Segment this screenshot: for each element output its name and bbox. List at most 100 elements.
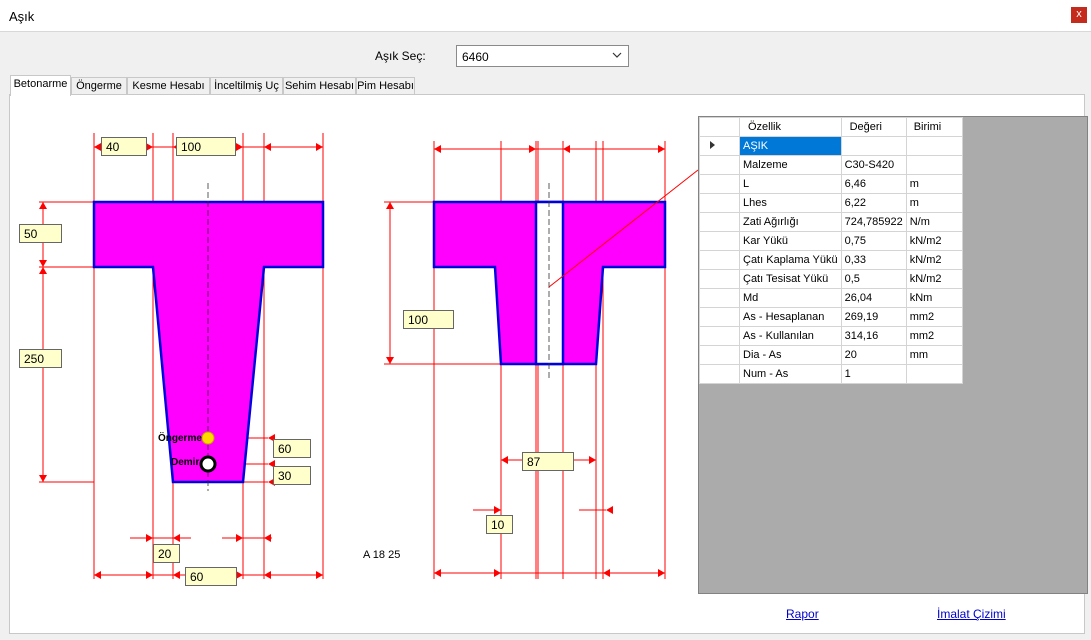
cell-unit[interactable]: mm2: [905, 326, 963, 346]
dim-60-right[interactable]: 60: [273, 439, 311, 458]
cell-value[interactable]: 0,5: [840, 269, 907, 289]
cell-property[interactable]: Zati Ağırlığı: [739, 212, 842, 232]
col-header-birimi[interactable]: Birimi: [905, 117, 963, 137]
grid-row[interactable]: AŞIK: [699, 136, 963, 156]
cell-unit[interactable]: m: [905, 193, 963, 213]
dim-20[interactable]: 20: [153, 544, 180, 563]
drawing-link[interactable]: İmalat Çizimi: [937, 607, 1006, 621]
cell-property[interactable]: L: [739, 174, 842, 194]
dimension-arrowhead: [386, 202, 394, 209]
cell-property[interactable]: Malzeme: [739, 155, 842, 175]
dim-60-bottom[interactable]: 60: [185, 567, 237, 586]
cell-property[interactable]: Kar Yükü: [739, 231, 842, 251]
cell-value[interactable]: C30-S420: [840, 155, 907, 175]
row-header[interactable]: [699, 155, 740, 175]
row-header[interactable]: [699, 326, 740, 346]
dimension-arrowhead: [386, 357, 394, 364]
cell-unit[interactable]: kN/m2: [905, 269, 963, 289]
tab-6[interactable]: Pim Hesabı: [356, 77, 415, 94]
cell-value[interactable]: 269,19: [840, 307, 907, 327]
tab-3[interactable]: Kesme Hesabı: [127, 77, 210, 94]
cell-property[interactable]: Lhes: [739, 193, 842, 213]
dim-87[interactable]: 87: [522, 452, 574, 471]
dimension-arrowhead: [316, 571, 323, 579]
col-header-ozellik[interactable]: Özellik: [739, 117, 842, 137]
cell-unit[interactable]: m: [905, 174, 963, 194]
tab-5[interactable]: Sehim Hesabı: [283, 77, 356, 94]
dimension-arrowhead: [94, 571, 101, 579]
col-header-degeri[interactable]: Değeri: [840, 117, 907, 137]
cell-unit[interactable]: mm2: [905, 307, 963, 327]
dimension-arrowhead: [264, 143, 271, 151]
cell-value[interactable]: 724,785922: [840, 212, 907, 232]
tab-4[interactable]: İnceltilmiş Uç: [210, 77, 283, 94]
dimension-arrowhead: [603, 569, 610, 577]
row-header[interactable]: [699, 288, 740, 308]
cell-unit[interactable]: [905, 155, 963, 175]
report-link[interactable]: Rapor: [786, 607, 819, 621]
tab-1[interactable]: Betonarme: [10, 75, 71, 96]
cell-property[interactable]: As - Hesaplanan: [739, 307, 842, 327]
asik-select[interactable]: 6460: [456, 45, 629, 67]
cell-unit[interactable]: kNm: [905, 288, 963, 308]
row-header[interactable]: [699, 174, 740, 194]
row-header[interactable]: [699, 231, 740, 251]
cell-property[interactable]: Md: [739, 288, 842, 308]
cell-unit[interactable]: [905, 364, 963, 384]
cell-property[interactable]: Dia - As: [739, 345, 842, 365]
tab-2[interactable]: Öngerme: [71, 77, 127, 94]
cell-value[interactable]: 6,22: [840, 193, 907, 213]
dim-30[interactable]: 30: [273, 466, 311, 485]
cell-property[interactable]: As - Kullanılan: [739, 326, 842, 346]
dimension-arrowhead: [94, 143, 101, 151]
dim-50[interactable]: 50: [19, 224, 62, 243]
row-header[interactable]: [699, 212, 740, 232]
cell-unit[interactable]: kN/m2: [905, 231, 963, 251]
cell-unit[interactable]: N/m: [905, 212, 963, 232]
cell-value[interactable]: 0,75: [840, 231, 907, 251]
dim-100-elevation[interactable]: 100: [403, 310, 454, 329]
cell-value[interactable]: 20: [840, 345, 907, 365]
cell-property[interactable]: Çatı Tesisat Yükü: [739, 269, 842, 289]
cell-property[interactable]: Çatı Kaplama Yükü: [739, 250, 842, 270]
cell-unit[interactable]: kN/m2: [905, 250, 963, 270]
row-header[interactable]: [699, 269, 740, 289]
row-header[interactable]: [699, 345, 740, 365]
cell-property[interactable]: Num - As: [739, 364, 842, 384]
cell-unit[interactable]: [905, 136, 963, 156]
row-header[interactable]: [699, 364, 740, 384]
dimension-arrowhead: [236, 571, 243, 579]
cell-value[interactable]: 26,04: [840, 288, 907, 308]
cell-value[interactable]: [840, 136, 907, 156]
dim-250[interactable]: 250: [19, 349, 62, 368]
cell-value[interactable]: 0,33: [840, 250, 907, 270]
row-header[interactable]: [699, 193, 740, 213]
prestress-strand-icon: [201, 431, 215, 445]
cell-property[interactable]: AŞIK: [739, 136, 842, 156]
dimension-arrowhead: [173, 534, 180, 542]
close-button[interactable]: x: [1071, 7, 1087, 23]
row-header[interactable]: [699, 250, 740, 270]
cell-value[interactable]: 6,46: [840, 174, 907, 194]
dimension-arrowhead: [236, 534, 243, 542]
cell-value[interactable]: 1: [840, 364, 907, 384]
cell-value[interactable]: 314,16: [840, 326, 907, 346]
dim-10[interactable]: 10: [486, 515, 513, 534]
cell-unit[interactable]: mm: [905, 345, 963, 365]
row-header[interactable]: [699, 307, 740, 327]
dim-40[interactable]: 40: [101, 137, 147, 156]
dim-100-top[interactable]: 100: [176, 137, 236, 156]
row-header[interactable]: [699, 136, 740, 156]
